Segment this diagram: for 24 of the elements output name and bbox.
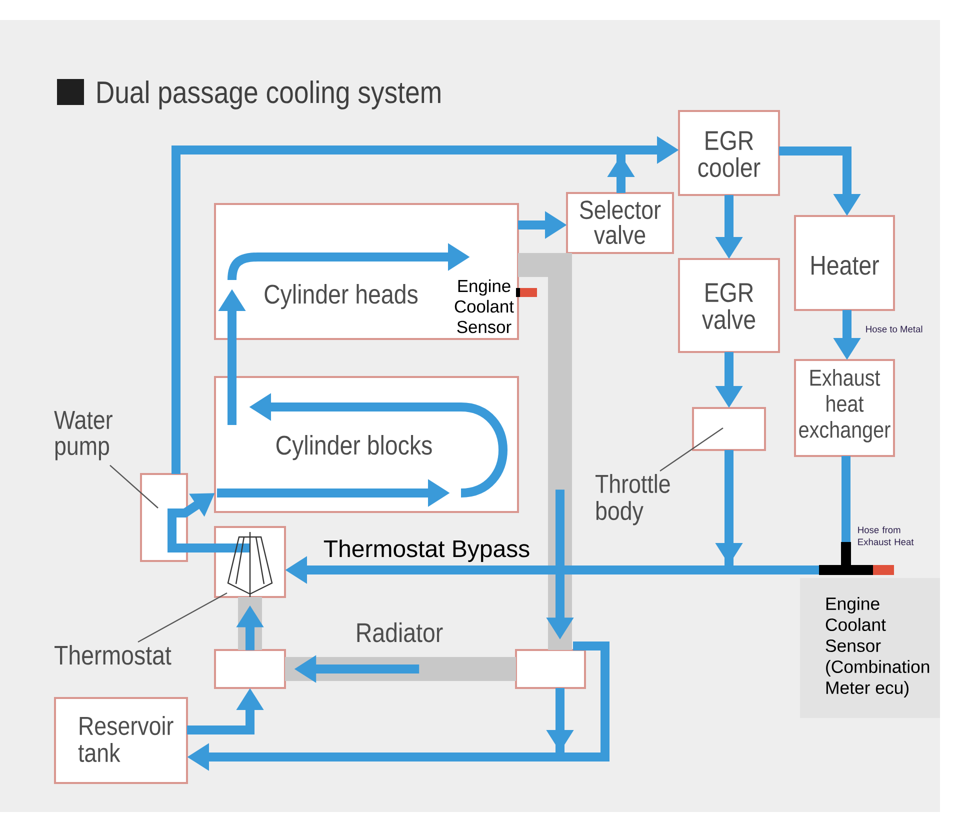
note-box: Engine Coolant Sensor (Combination Meter ecu) bbox=[800, 578, 940, 718]
pipe-band bbox=[518, 253, 574, 650]
component-box: Selector valve bbox=[566, 192, 674, 254]
leader-line bbox=[138, 592, 228, 643]
edge-label: Thermostat Bypass bbox=[322, 538, 532, 563]
component-box bbox=[515, 649, 586, 689]
component-box: Heater bbox=[794, 215, 895, 311]
leader-line bbox=[110, 464, 158, 508]
component-box bbox=[214, 649, 286, 689]
component-box: EGR cooler bbox=[678, 110, 780, 196]
edge-label: Hose to Metal bbox=[864, 324, 924, 334]
note: Hose from Exhaust Heat bbox=[858, 526, 914, 546]
part-label: Radiator bbox=[357, 622, 443, 642]
component-box bbox=[692, 407, 766, 451]
component-box: Exhaust heat exchanger bbox=[794, 359, 895, 457]
part-label: Water pump bbox=[54, 411, 112, 460]
part-label: Thermostat bbox=[54, 645, 172, 665]
part-label: Throttle body bbox=[596, 474, 670, 526]
title: Dual passage cooling system bbox=[98, 80, 440, 110]
leader-line bbox=[660, 428, 724, 472]
flow-line bbox=[168, 544, 250, 552]
sensor-label: Engine Coolant Sensor bbox=[454, 279, 514, 334]
component-box: EGR valve bbox=[678, 258, 780, 353]
component-box: Reservoir tank bbox=[54, 697, 188, 784]
